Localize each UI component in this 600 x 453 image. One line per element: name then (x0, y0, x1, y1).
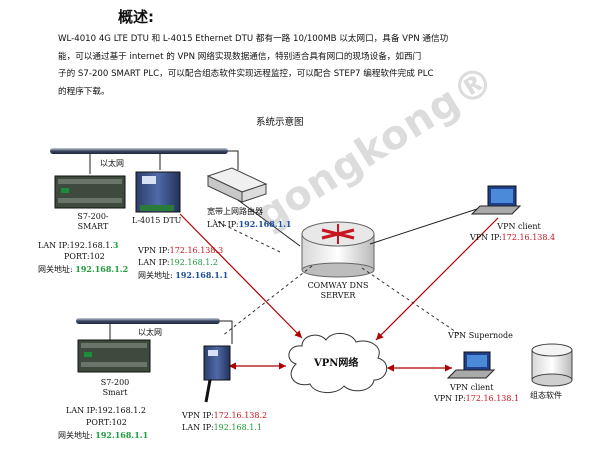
ethernet-label-top: 以太网 (100, 159, 124, 168)
ethernet-bus-top (50, 148, 228, 154)
vpn-client-top-ip: VPN IP:172.16.138.4 (470, 233, 556, 242)
dtu-top-gateway: 网关地址: 192.168.1.1 (138, 270, 229, 280)
plc-bottom-port: PORT:102 (86, 418, 127, 427)
plc-bottom-lan-ip: LAN IP:192.168.1.2 (66, 406, 146, 415)
scada-database-icon (531, 343, 573, 387)
plc-top-icon (54, 175, 126, 209)
plc-bottom-icon (77, 339, 151, 373)
router-icon (206, 167, 268, 203)
overview-paragraph: WL-4010 4G LTE DTU 和 L-4015 Ethernet DTU… (58, 31, 538, 101)
paragraph-line: WL-4010 4G LTE DTU 和 L-4015 Ethernet DTU… (58, 34, 449, 44)
dns-server-name: COMWAY DNS SERVER (307, 281, 369, 300)
supernode-vpn-ip: VPN IP:172.16.138.1 (434, 394, 520, 403)
vpn-cloud-icon (288, 333, 388, 393)
plc-top-name: S7-200- SMART (77, 212, 109, 231)
dtu-top-lan-ip: LAN IP:192.168.1.2 (138, 258, 218, 267)
dns-server-icon (301, 221, 375, 278)
laptop-top-icon (470, 185, 522, 215)
plc-top-port: PORT:102 (64, 252, 105, 261)
router-name: 宽带上网路由器 (207, 207, 263, 216)
dtu-bottom-lan-ip: LAN IP:192.168.1.1 (182, 423, 262, 432)
router-lan-ip: LAN IP:192.168.1.1 (207, 219, 292, 229)
plc-top-lan-ip: LAN IP:192.168.1.3 (38, 240, 119, 250)
vpn-client-top-name: VPN client (497, 222, 541, 231)
ethernet-label-bottom: 以太网 (138, 328, 162, 337)
dtu-bottom-icon (203, 345, 231, 403)
vpn-cloud-label: VPN网络 (314, 358, 359, 369)
supernode-title: VPN Supernode (448, 331, 513, 340)
section-heading: 概述: (118, 8, 154, 26)
dtu-top-icon (135, 171, 181, 213)
paragraph-line: 能，可以通过基于 internet 的 VPN 网络实现数据通信，特别适合具有网… (58, 51, 422, 62)
dtu-top-vpn-ip: VPN IP:172.16.138.3 (138, 246, 224, 255)
supernode-client-name: VPN client (450, 383, 494, 392)
paragraph-line: 子的 S7-200 SMART PLC，可以配合组态软件实现远程监控，可以配合 … (58, 69, 434, 79)
plc-bottom-name: S7-200 Smart (100, 378, 130, 397)
paragraph-line: 的程序下载。 (58, 86, 110, 97)
dtu-bottom-vpn-ip: VPN IP:172.16.138.2 (182, 411, 268, 420)
plc-top-gateway: 网关地址: 192.168.1.2 (38, 264, 129, 274)
ethernet-bus-bottom (76, 318, 220, 324)
laptop-supernode-icon (446, 351, 496, 379)
diagram-caption: 系统示意图 (256, 117, 304, 128)
dtu-top-name: L-4015 DTU (132, 216, 182, 225)
plc-bottom-gateway: 网关地址: 192.168.1.1 (58, 430, 149, 440)
scada-label: 组态软件 (530, 391, 562, 400)
